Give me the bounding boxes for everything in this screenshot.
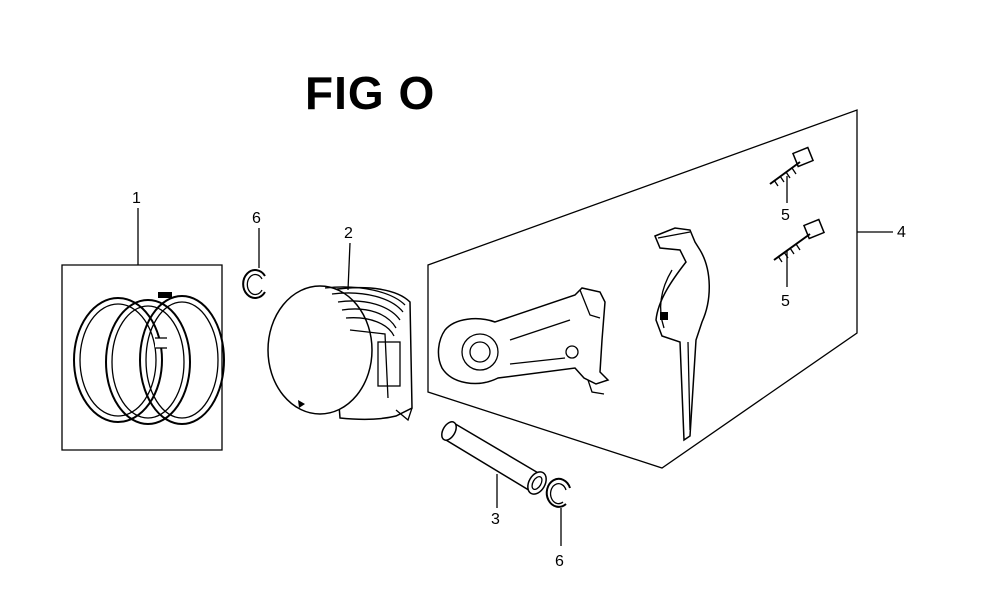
callout-5a: 5 [781, 207, 790, 224]
leader-line-2 [347, 242, 351, 291]
callout-4: 4 [897, 224, 906, 241]
callout-3: 3 [491, 511, 500, 528]
cap-bolt-upper [769, 146, 815, 187]
figure-title: FIG O [305, 67, 436, 119]
snap-ring-lower [545, 477, 571, 508]
callout-6b: 6 [555, 553, 564, 570]
ring-set-frame [61, 264, 223, 451]
snap-ring-upper [242, 269, 266, 299]
piston-pin [441, 420, 547, 495]
connecting-rod-cap [654, 227, 710, 442]
callout-1: 1 [132, 190, 141, 207]
piston [267, 285, 413, 422]
piston-ring-set [61, 264, 225, 451]
callout-5b: 5 [781, 293, 790, 310]
connecting-rod [437, 287, 610, 395]
cap-bolt-lower [773, 218, 826, 263]
callout-2: 2 [344, 225, 353, 242]
connecting-rod-assembly-frame [427, 109, 858, 469]
callout-6a: 6 [252, 210, 261, 227]
